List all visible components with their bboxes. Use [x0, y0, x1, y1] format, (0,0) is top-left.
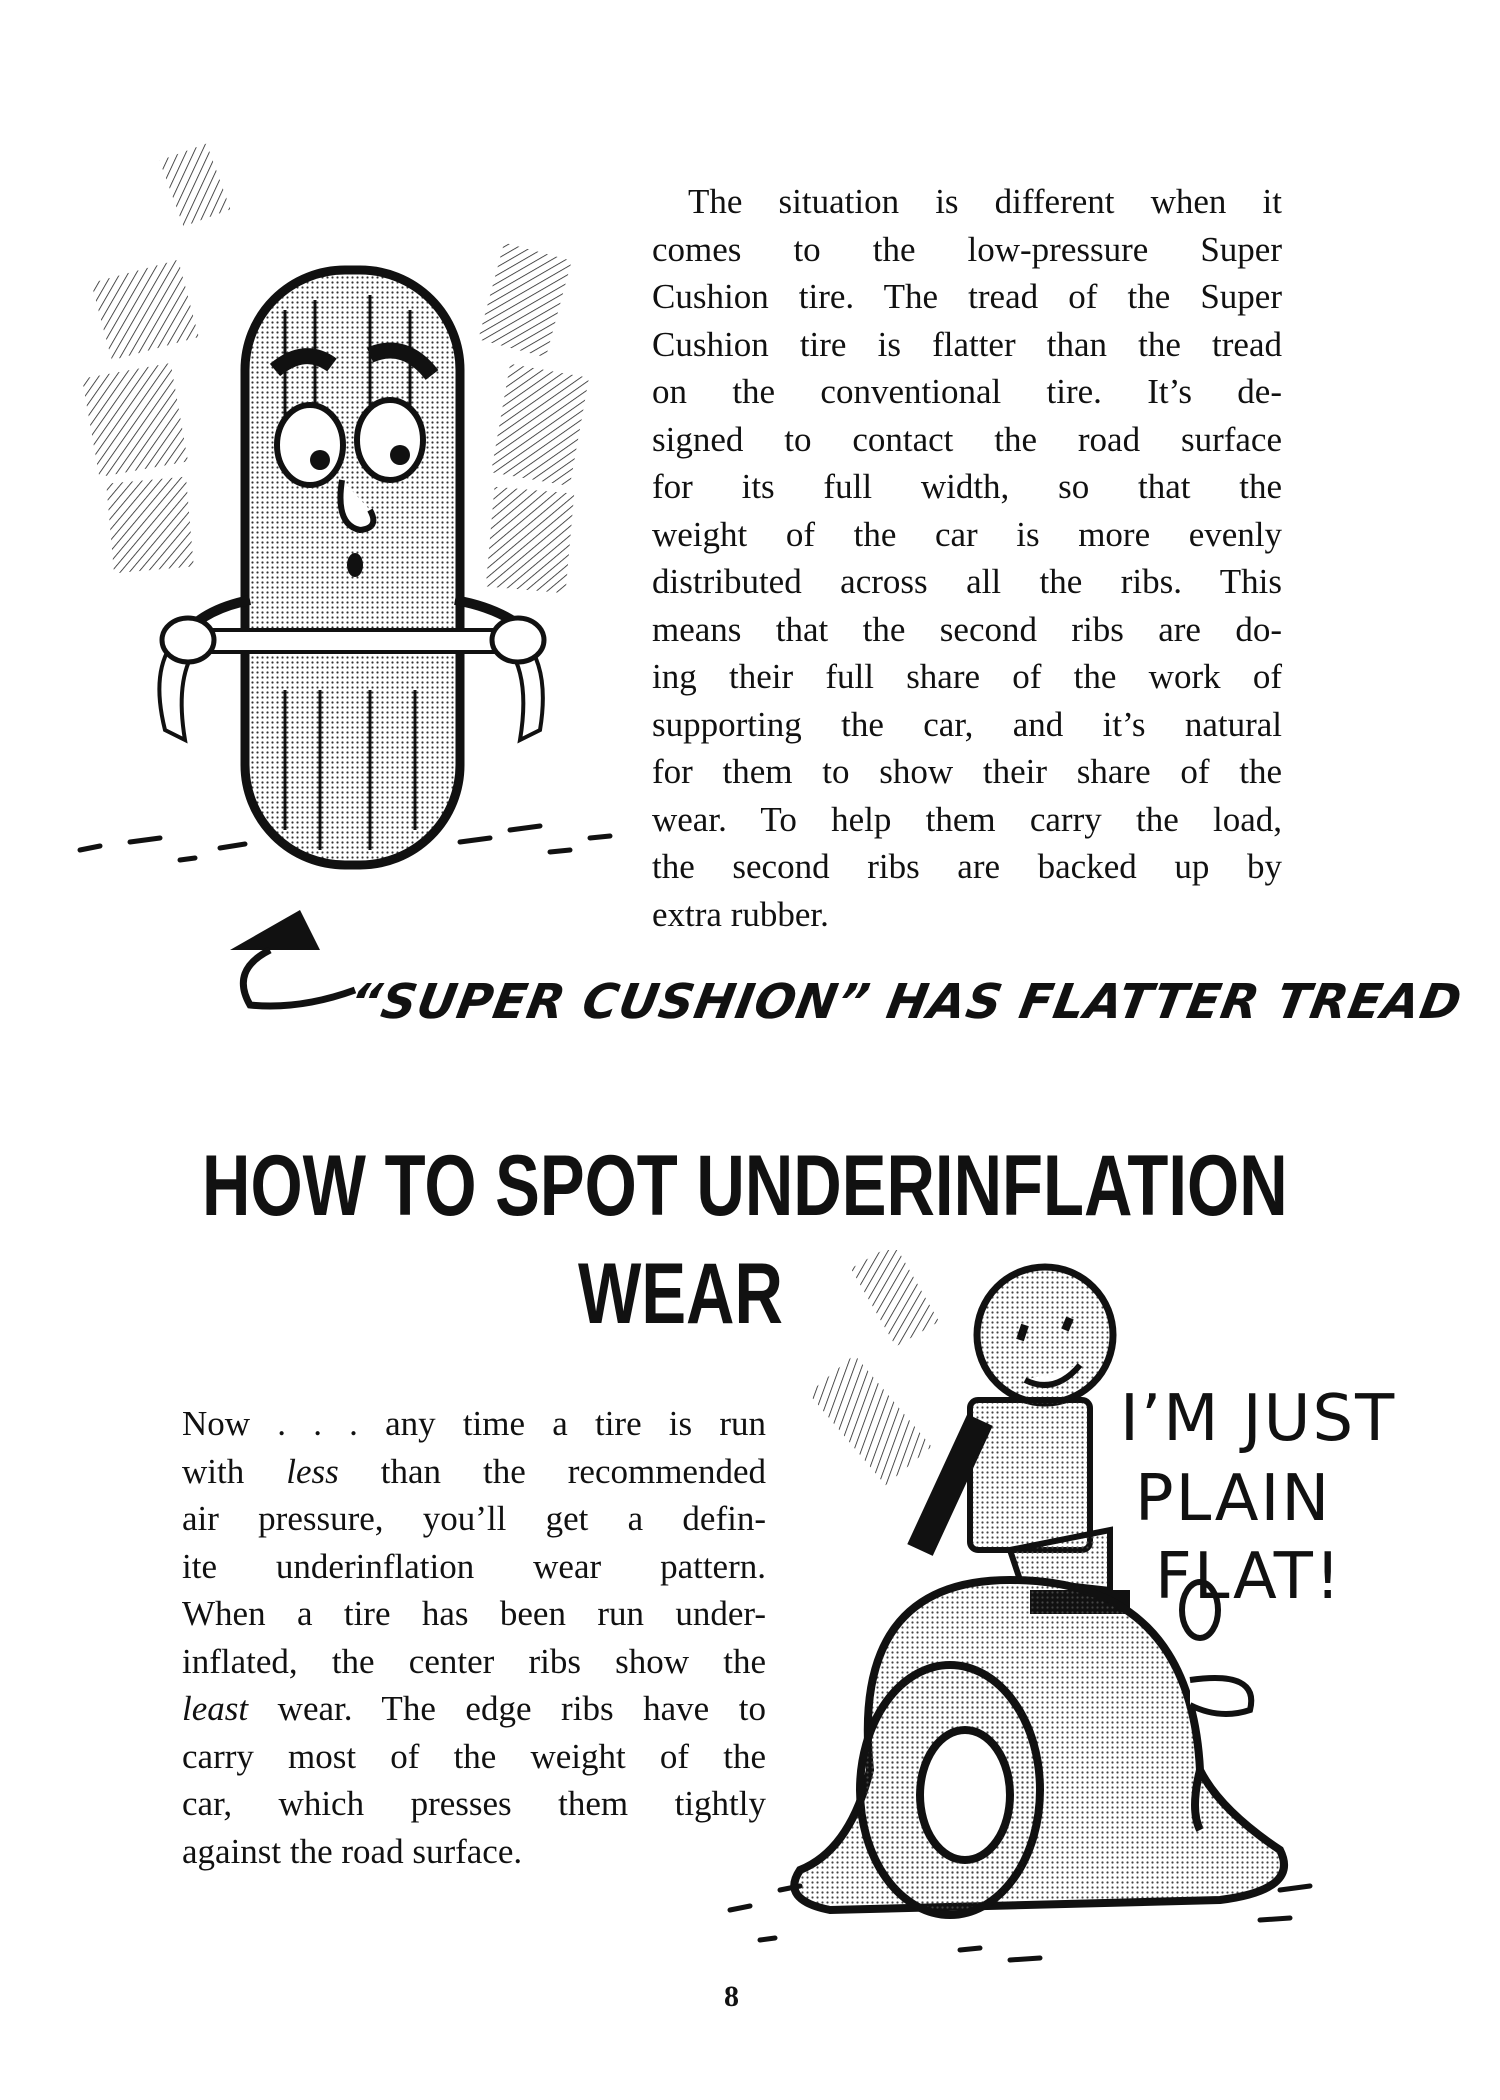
tire-with-tape-measure-illustration: [77, 143, 613, 870]
paragraph-line: When a tire has been run under-: [182, 1594, 766, 1633]
tire-eye-left: [274, 402, 346, 488]
paragraph-line: air pressure, you’ll get a defin-: [182, 1499, 766, 1538]
paragraph-line: extra rubber.: [652, 894, 829, 934]
emphasis-text: less: [286, 1451, 339, 1491]
paragraph-line: Cushion tire. The tread of the Super: [652, 277, 1282, 316]
page-number: 8: [724, 1980, 739, 2013]
motion-lines: [808, 1250, 940, 1486]
paragraph-line: for its full width, so that the: [652, 467, 1282, 506]
paragraph-line: The situation is different when it: [688, 182, 1282, 221]
super-cushion-caption: “SUPER CUSHION” HAS FLATTER TREAD: [345, 974, 1467, 1030]
speech-text-line-2: PLAIN: [1135, 1462, 1332, 1536]
tape-measure: [188, 628, 517, 654]
paragraph-line: Cushion tire is flatter than the tread: [652, 324, 1282, 364]
paragraph-line: weight of the car is more evenly: [652, 514, 1282, 554]
paragraph-line: against the road surface.: [182, 1831, 523, 1871]
paragraph-line: ite underinflation wear pattern.: [182, 1546, 766, 1586]
super-cushion-paragraph: The situation is different when it comes …: [652, 178, 1282, 938]
underinflation-paragraph: Now . . . any time a tire is run with les…: [182, 1400, 766, 1875]
motion-lines-left: [82, 143, 231, 574]
paragraph-line: on the conventional tire. It’s de-: [652, 372, 1282, 411]
section-headline-line-2: WEAR: [578, 1246, 783, 1342]
speech-text-line-3: FLAT!: [1155, 1540, 1343, 1614]
paragraph-line: comes to the low-pressure Super: [652, 229, 1282, 269]
paragraph-line: with less than the recommended: [182, 1451, 766, 1491]
caption-arrow: [230, 910, 357, 1010]
paragraph-line: least wear. The edge ribs have to: [182, 1689, 766, 1728]
paragraph-line: ing their full share of the work of: [652, 657, 1282, 696]
flat-tire-character-illustration: [727, 1250, 1313, 1963]
paragraph-line: for them to show their share of the: [652, 752, 1282, 791]
paragraph-line: distributed across all the ribs. This: [652, 562, 1282, 601]
rider-body: [967, 1397, 1093, 1553]
paragraph-line: supporting the car, and it’s natural: [652, 704, 1282, 744]
paragraph-line: the second ribs are backed up by: [652, 847, 1282, 886]
paragraph-line: signed to contact the road surface: [652, 419, 1282, 459]
tire-eye-right: [354, 397, 426, 483]
paragraph-line: carry most of the weight of the: [182, 1736, 766, 1776]
paragraph-line: Now . . . any time a tire is run: [182, 1404, 766, 1443]
paragraph-line: car, which presses them tightly: [182, 1784, 766, 1823]
emphasis-text: least: [182, 1689, 249, 1728]
paragraph-line: means that the second ribs are do-: [652, 609, 1282, 649]
section-headline-line-1: HOW TO SPOT UNDERINFLATION: [202, 1138, 1288, 1234]
paragraph-line: wear. To help them carry the load,: [652, 799, 1282, 839]
motion-lines-right: [478, 242, 589, 594]
speech-text-line-1: I’M JUST: [1120, 1382, 1397, 1456]
paragraph-line: inflated, the center ribs show the: [182, 1641, 766, 1681]
